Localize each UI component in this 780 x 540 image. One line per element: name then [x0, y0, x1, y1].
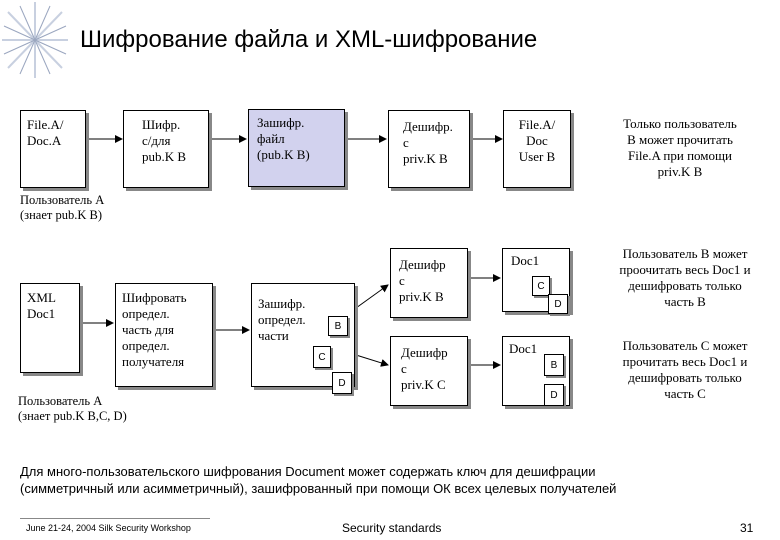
- summary-text: Для много-пользовательского шифрования D…: [20, 464, 617, 496]
- result-file-box: File.A/ Doc User B: [503, 110, 571, 188]
- decrypt-c-box: Дешифр c priv.K C: [390, 336, 468, 406]
- user-a-bottom: Пользователь A (знает pub.K B,C, D): [18, 394, 127, 423]
- footer-center: Security standards: [342, 521, 442, 535]
- doc1-c-key-d: D: [544, 384, 564, 406]
- decrypt-label: Дешифр. c priv.K B: [403, 119, 453, 166]
- arrow-parts-to-decrypt-c: [355, 354, 389, 367]
- xml-doc-box: XML Doc1: [20, 283, 80, 373]
- user-a-top: Пользователь A (знает pub.K B): [20, 193, 105, 222]
- key-d-label: D: [338, 377, 346, 389]
- encrypted-file-box: Зашифр. файл (pub.K B): [248, 109, 345, 187]
- encrypt-label: Шифр. c/для pub.K B: [142, 117, 187, 164]
- encrypted-file-label: Зашифр. файл (pub.K B): [257, 115, 310, 162]
- key-b-box: B: [328, 316, 348, 336]
- encrypt-part-box: Шифровать определ. часть для определ. по…: [115, 283, 213, 387]
- encrypt-part-label: Шифровать определ. часть для определ. по…: [122, 290, 187, 369]
- arrow-parts-to-decrypt-b: [355, 284, 389, 309]
- key-c-box: C: [313, 346, 331, 368]
- doc1-c-key-b: B: [544, 354, 564, 376]
- footer-divider: [20, 518, 210, 519]
- result-file-label: File.A/ Doc User B: [518, 117, 556, 164]
- doc1-c-label: Doc1: [509, 341, 538, 356]
- footer: June 21-24, 2004 Silk Security Workshop …: [0, 518, 780, 540]
- decrypt-box: Дешифр. c priv.K B: [388, 110, 470, 188]
- key-d-box: D: [332, 372, 352, 394]
- decrypt-c-label: Дешифр c priv.K C: [401, 345, 448, 392]
- footer-date: June 21-24, 2004 Silk Security Workshop: [26, 523, 191, 533]
- key-c-label: C: [318, 351, 326, 363]
- doc1-b-key-c: C: [532, 276, 550, 296]
- note-user-b-doc1: Пользователь B может проочитать весь Doc…: [619, 246, 751, 309]
- encrypt-box: Шифр. c/для pub.K B: [123, 110, 209, 188]
- xml-doc-label: XML Doc1: [27, 290, 56, 321]
- starburst-logo-icon: [2, 2, 68, 78]
- page-title: Шифрование файла и XML-шифрование: [80, 26, 538, 53]
- file-a-box: File.A/ Doc.A: [20, 110, 86, 188]
- decrypt-b-label: Дешифр c priv.K B: [399, 257, 446, 304]
- file-a-label: File.A/ Doc.A: [27, 117, 64, 148]
- doc1-b-key-d: D: [548, 294, 568, 314]
- encrypted-parts-label: Зашифр. определ. части: [258, 296, 306, 343]
- note-user-c-doc1: Пользователь C может прочитать весь Doc1…: [622, 338, 748, 401]
- key-b-label: B: [334, 320, 342, 332]
- note-user-b-file: Только пользователь B может прочитать Fi…: [623, 116, 737, 179]
- doc1-b-label: Doc1: [511, 253, 540, 268]
- decrypt-b-box: Дешифр c priv.K B: [390, 248, 468, 318]
- page-number: 31: [740, 521, 754, 535]
